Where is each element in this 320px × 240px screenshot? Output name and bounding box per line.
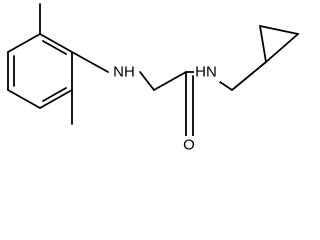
- benzene-ring: [7, 33, 73, 109]
- carbonyl-oxygen-label: O: [183, 137, 195, 154]
- nh-to-ch2-bond: [139, 71, 155, 91]
- ring-bond: [7, 89, 41, 109]
- ring-double-bond: [42, 87, 67, 102]
- ring-bond: [7, 33, 41, 53]
- ring-bond: [39, 89, 73, 109]
- cyclopropyl-bond: [259, 25, 299, 35]
- aniline-nh-label: NH: [113, 64, 135, 81]
- cyclopropyl-bond: [259, 25, 267, 63]
- ring-bond: [39, 33, 73, 53]
- ch2-to-cyclopropyl-bond: [231, 61, 267, 91]
- cyclopropyl-ring: [259, 25, 299, 63]
- structure-diagram: NH HN O: [7, 3, 299, 154]
- amide-nh-label: HN: [195, 64, 217, 81]
- ring-double-bond: [42, 40, 67, 55]
- ring-to-nh-bond: [71, 51, 109, 73]
- ch2-to-carbonyl-bond: [153, 71, 187, 91]
- cyclopropyl-bond: [265, 33, 299, 63]
